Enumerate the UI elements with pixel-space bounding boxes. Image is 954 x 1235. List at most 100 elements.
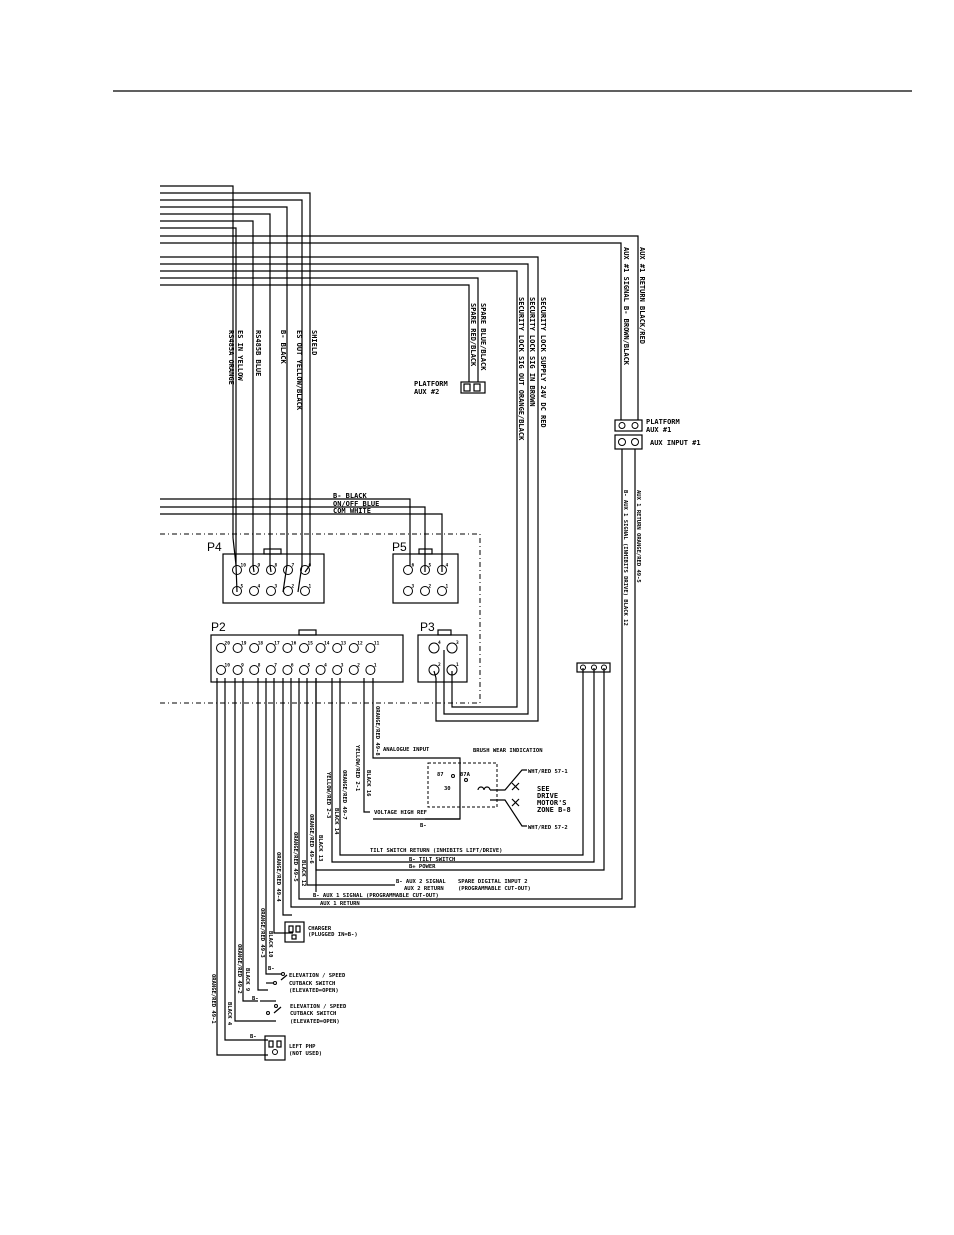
label-aux1-signal: AUX #1 SIGNAL B- BROWN/BLACK <box>622 247 630 366</box>
aux1-signal-lower: B- AUX 1 SIGNAL (INHIBITS DRIVE) BLACK 1… <box>622 490 628 626</box>
pin-wire-stub <box>433 670 437 679</box>
p5-pin-number: 5 <box>429 563 432 569</box>
p4-pin-number: 2 <box>292 584 295 590</box>
p2-pin-number: 16 <box>291 641 297 647</box>
p2-pin-number: 14 <box>324 641 330 647</box>
p2-pin <box>282 665 293 675</box>
label-spare-red-black: SPARE RED/BLACK <box>469 303 477 367</box>
p2-pin <box>216 643 226 653</box>
p5-pin <box>420 586 430 596</box>
label-rs485a: RS485A ORANGE <box>227 330 235 385</box>
lbl-or-49-5: ORANGE/RED 49-5 <box>292 832 298 882</box>
brush-wear-title: BRUSH WEAR INDICATION <box>473 748 543 754</box>
p4-pin-number: 7 <box>292 563 295 569</box>
p2-pin-number: 9 <box>241 663 244 669</box>
p2-pin <box>348 643 359 653</box>
elev2-line2: CUTBACK SWITCH <box>290 1011 336 1017</box>
p2-pin-number: 18 <box>258 641 264 647</box>
p5-feed-on-off: ON/OFF BLUE <box>333 500 379 508</box>
relay-30: 30 <box>444 786 451 792</box>
p2-pin-number: 6 <box>291 663 294 669</box>
zone-label: ZONE B-8 <box>537 806 571 814</box>
platform-aux2-line2: AUX #2 <box>414 388 439 396</box>
p4-pin <box>266 565 276 575</box>
p5-pin <box>403 586 413 596</box>
controller-boundary <box>160 533 481 704</box>
label-es-out: ES OUT YELLOW/BLACK <box>295 330 303 411</box>
p2-pin <box>315 665 326 675</box>
p2-pin <box>332 665 343 675</box>
bus-labels: TILT SWITCH RETURN (INHIBITS LIFT/DRIVE)… <box>313 848 531 907</box>
aux-input-1-label: AUX INPUT #1 <box>650 439 701 447</box>
p2-pin <box>332 643 343 653</box>
p5-pin-number: 2 <box>429 584 432 590</box>
p2-pin <box>299 643 309 653</box>
p4-pin <box>266 586 276 596</box>
p3-pin-number: 4 <box>438 640 441 646</box>
p2-pin <box>348 665 359 675</box>
p2-pin <box>249 665 260 675</box>
platform-aux1-connector: PLATFORM AUX #1 AUX INPUT #1 <box>614 418 701 450</box>
lbl-yel-2-1: YELLOW/RED 2-1 <box>354 745 360 792</box>
p4-pin-number: 5 <box>241 584 244 590</box>
p2-pin-number: 10 <box>225 663 231 669</box>
p2-pin <box>299 665 309 675</box>
lbl-or-49-2: ORANGE/RED 49-2 <box>236 944 242 994</box>
lbl-yel-2-3: YELLOW/RED 2-3 <box>325 772 331 818</box>
harness-wires <box>160 185 639 722</box>
p5-pin <box>437 586 447 596</box>
p2-pin-number: 8 <box>258 663 261 669</box>
lbl-or-49-4: ORANGE/RED 49-4 <box>275 852 281 902</box>
p2-pin-number: 17 <box>274 641 280 647</box>
lbl-black-4: BLACK 4 <box>226 1002 232 1026</box>
lbl-black-9: BLACK 9 <box>244 968 250 991</box>
elev2-line1: ELEVATION / SPEED <box>290 1004 347 1010</box>
p5-pin-number: 1 <box>446 584 449 590</box>
p3-pin <box>428 664 440 676</box>
p2-pin-number: 13 <box>341 641 347 647</box>
charger-sub: (PLUGGED IN=B-) <box>308 932 358 938</box>
p4-pin <box>283 565 293 575</box>
p5-title: P5 <box>392 540 407 554</box>
p3-pin <box>428 642 440 654</box>
p4-pin <box>300 565 310 575</box>
p3-pin-number: 3 <box>456 640 459 646</box>
brush-b-minus: B- <box>420 823 427 829</box>
p4-pin <box>300 586 310 596</box>
aux2-signal: B- AUX 2 SIGNAL <box>396 879 446 885</box>
p5-pin-number: 6 <box>412 563 415 569</box>
elev2-b-minus: B- <box>252 996 259 1002</box>
p5-feed-com: COM WHITE <box>333 507 371 515</box>
drive-label: DRIVE <box>537 792 558 800</box>
elev1-line2: CUTBACK SWITCH <box>289 981 335 987</box>
p2-pin-number: 11 <box>374 641 380 647</box>
elevation-switch-1: B- ELEVATION / SPEED CUTBACK SWITCH (ELE… <box>266 966 346 994</box>
php-b-minus: B- <box>250 1034 257 1040</box>
platform-aux1-line2: AUX #1 <box>646 426 671 434</box>
left-php-label: LEFT PHP <box>289 1044 316 1050</box>
aux2-return: AUX 2 RETURN <box>404 886 444 892</box>
p5-pin-number: 3 <box>412 584 415 590</box>
p2-pin <box>315 643 326 653</box>
p2-pin-number: 19 <box>241 641 247 647</box>
p2-pin-number: 7 <box>274 663 277 669</box>
p3-title: P3 <box>420 620 435 634</box>
p2-pin-number: 20 <box>225 641 231 647</box>
lbl-black-12: BLACK 12 <box>300 860 306 887</box>
motors-label: MOTOR'S <box>537 799 567 807</box>
lbl-black-10: BLACK 10 <box>267 931 273 958</box>
lbl-or-49-1: ORANGE/RED 49-1 <box>210 974 216 1024</box>
p5-pin-number: 4 <box>446 563 449 569</box>
lbl-black-13: BLACK 13 <box>317 835 323 862</box>
lbl-or-49-6: ORANGE/RED 49-6 <box>308 814 314 864</box>
p2-pin <box>265 643 276 653</box>
label-security-sig-in: SECURITY LOCK SIG IN BROWN <box>528 297 536 407</box>
p2-pin <box>232 665 243 675</box>
pin-wire-stub <box>304 564 311 573</box>
spare-digital-input: SPARE DIGITAL INPUT 2 <box>458 879 528 885</box>
left-php-sub: (NOT USED) <box>289 1051 322 1057</box>
p2-wires <box>216 668 605 1056</box>
platform-aux1-line1: PLATFORM <box>646 418 680 426</box>
lbl-black-14: BLACK 14 <box>333 808 339 835</box>
label-security-supply: SECURITY LOCK SUPPLY 24V DC RED <box>539 297 547 428</box>
